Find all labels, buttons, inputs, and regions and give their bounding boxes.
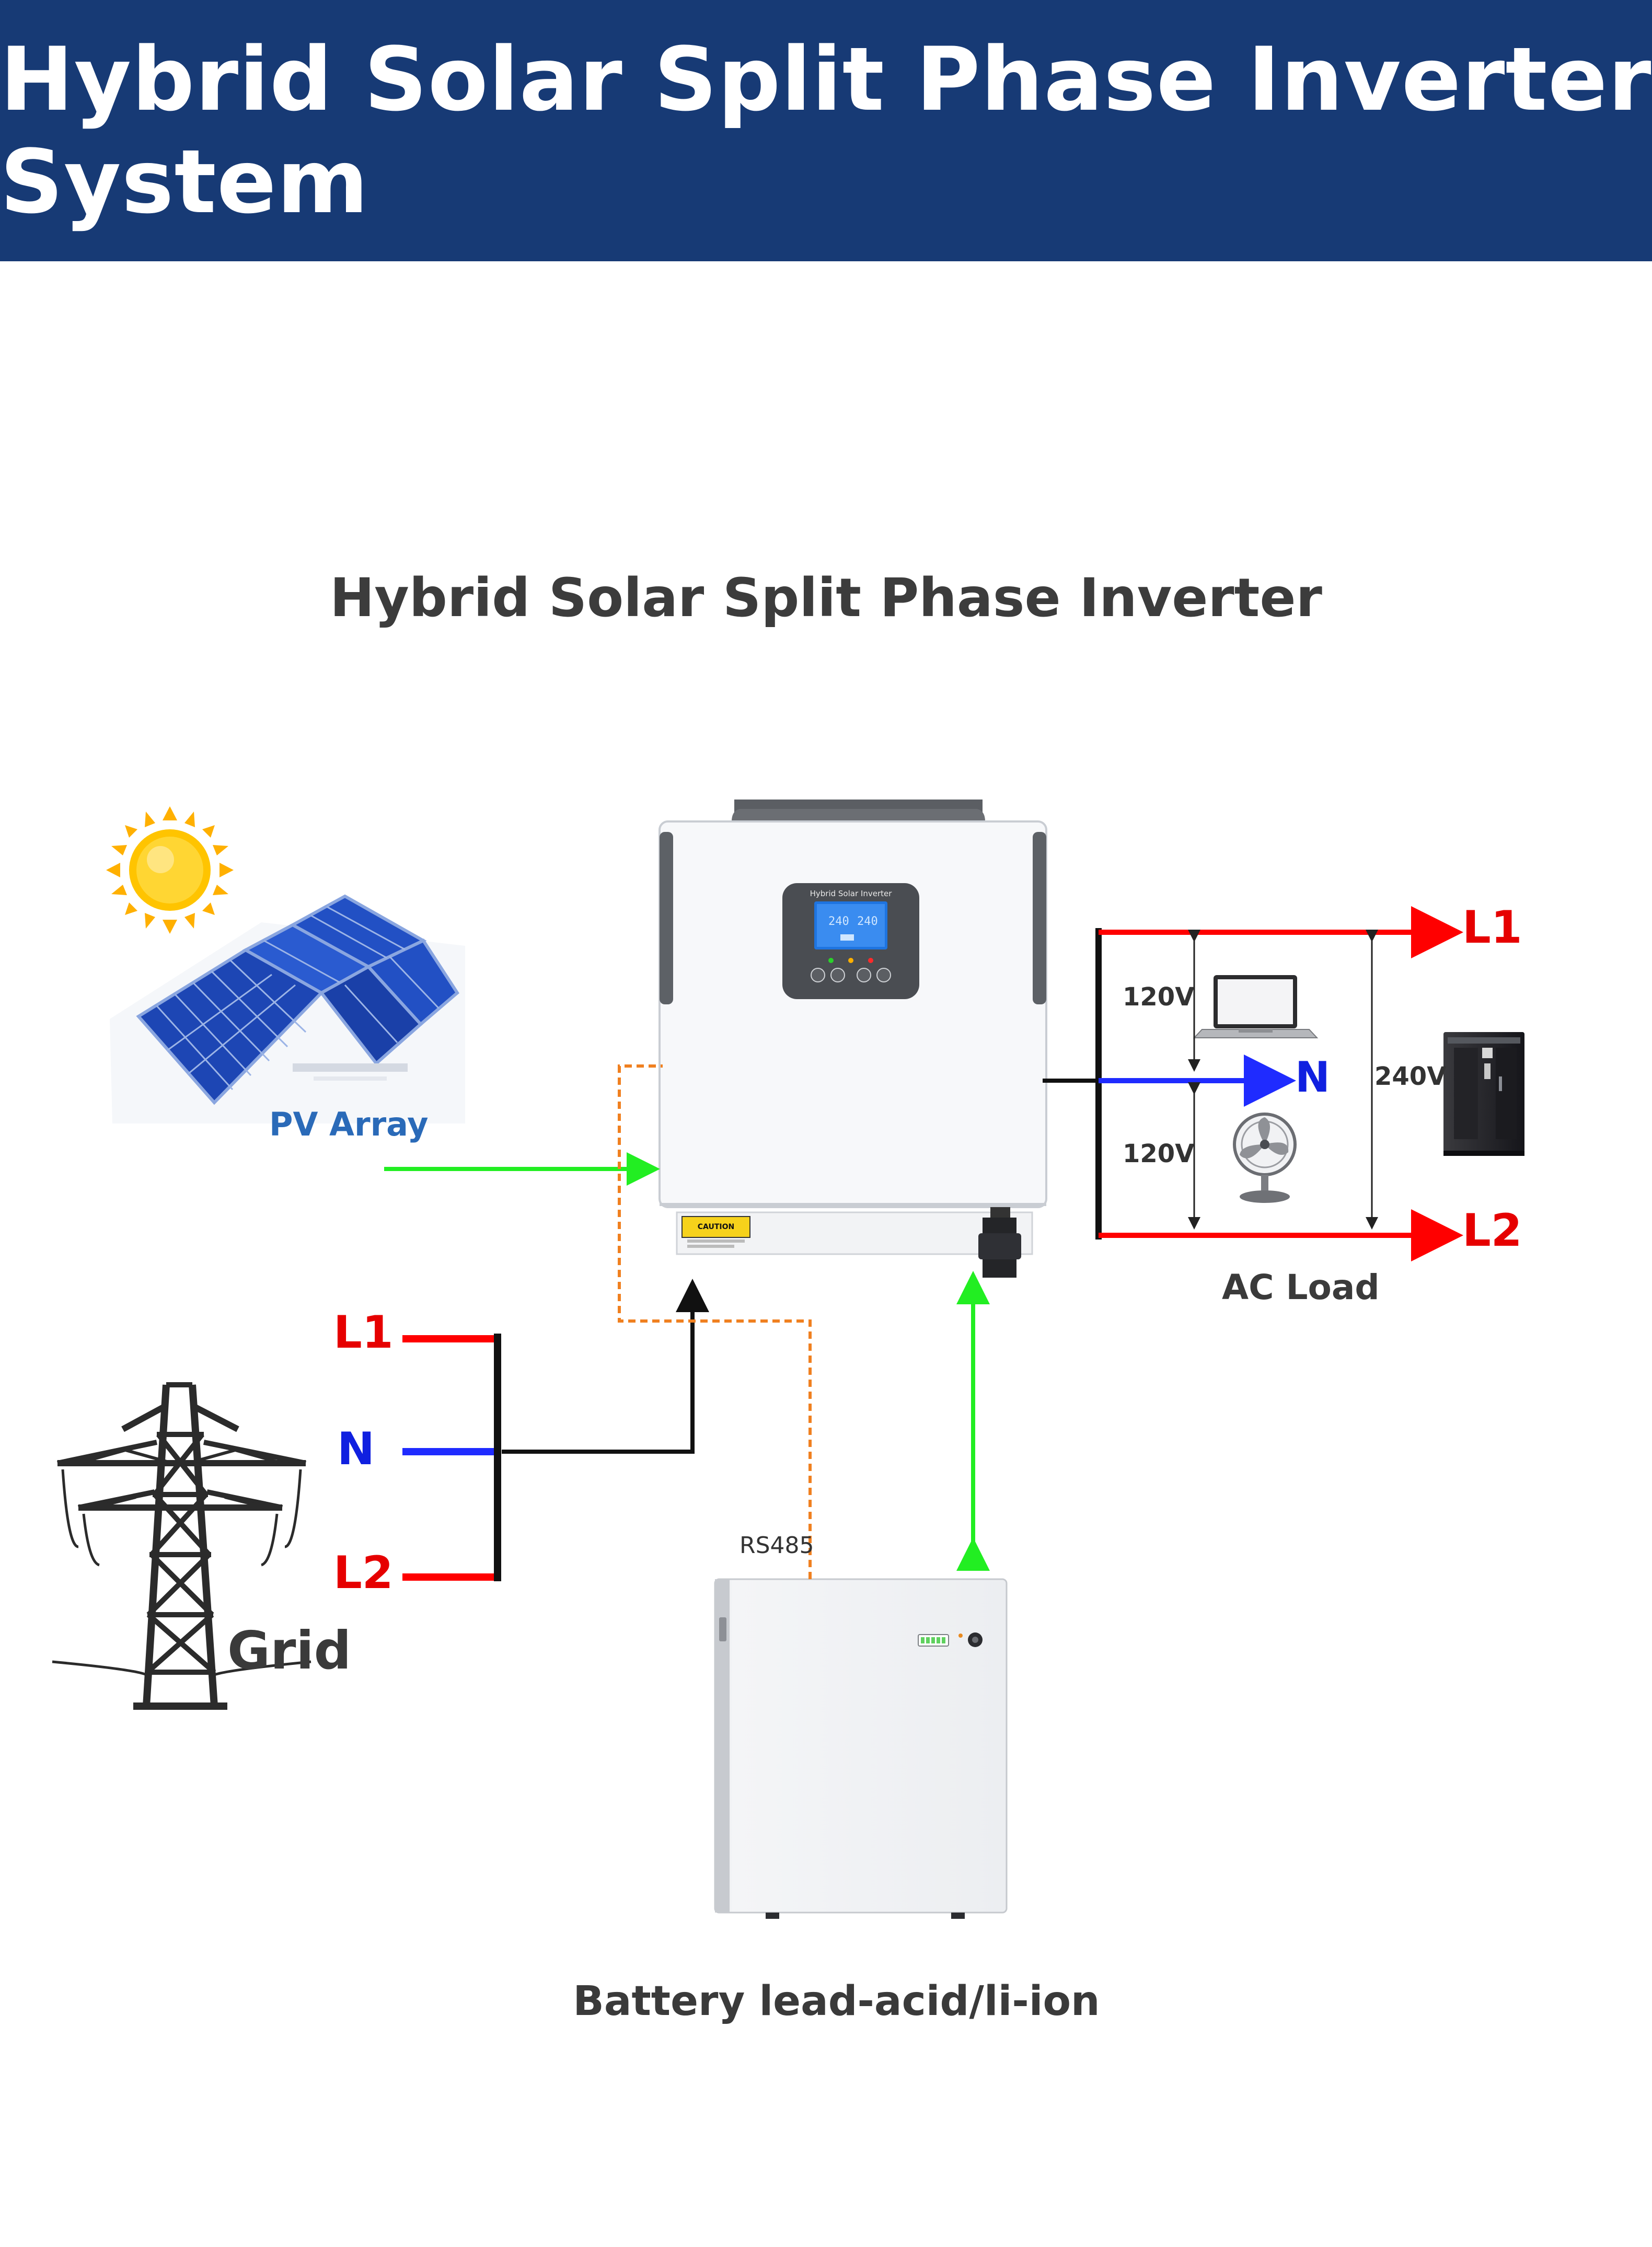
diagram-subtitle: Hybrid Solar Split Phase Inverter	[330, 567, 1322, 629]
display-left-value: 240	[828, 915, 849, 928]
display-right-value: 240	[857, 915, 878, 928]
load-n-label: N	[1295, 1053, 1330, 1102]
fan-icon	[1233, 1113, 1297, 1203]
load-l1-label: L1	[1462, 901, 1522, 954]
header-banner: Hybrid Solar Split Phase Inverter System	[0, 0, 1652, 261]
laptop-icon	[1193, 975, 1319, 1038]
rs485-label: RS485	[740, 1532, 814, 1559]
pv-array-label: PV Array	[269, 1105, 429, 1143]
voltage-upper-label: 120V	[1123, 982, 1195, 1012]
rs485-comm-line	[618, 1064, 812, 1579]
sun-icon	[106, 806, 234, 934]
inverter-panel-label: Hybrid Solar Inverter	[810, 889, 893, 898]
grid-to-inverter-line	[502, 1279, 709, 1454]
page-title: Hybrid Solar Split Phase Inverter System	[0, 28, 1652, 233]
battery-label: Battery lead-acid/li-ion	[573, 1978, 1100, 2025]
server-cabinet-icon	[1443, 1032, 1524, 1156]
grid-l2-label: L2	[333, 1547, 394, 1599]
solar-panel-icon	[110, 894, 465, 1124]
ac-load-label: AC Load	[1222, 1267, 1380, 1307]
voltage-lower-label: 120V	[1123, 1139, 1195, 1168]
voltage-total-label: 240V	[1374, 1062, 1447, 1091]
power-tower-icon	[52, 1382, 311, 1710]
wiring	[384, 906, 1463, 1581]
inverter-icon: CAUTION Hybrid Solar Inverter 240 240	[659, 800, 1047, 1278]
load-l2-label: L2	[1462, 1204, 1522, 1257]
grid-n-label: N	[337, 1423, 375, 1475]
grid-label: Grid	[227, 1620, 352, 1681]
grid-l1-label: L1	[333, 1306, 394, 1359]
battery-icon	[714, 1578, 1008, 1919]
caution-label: CAUTION	[698, 1223, 734, 1231]
